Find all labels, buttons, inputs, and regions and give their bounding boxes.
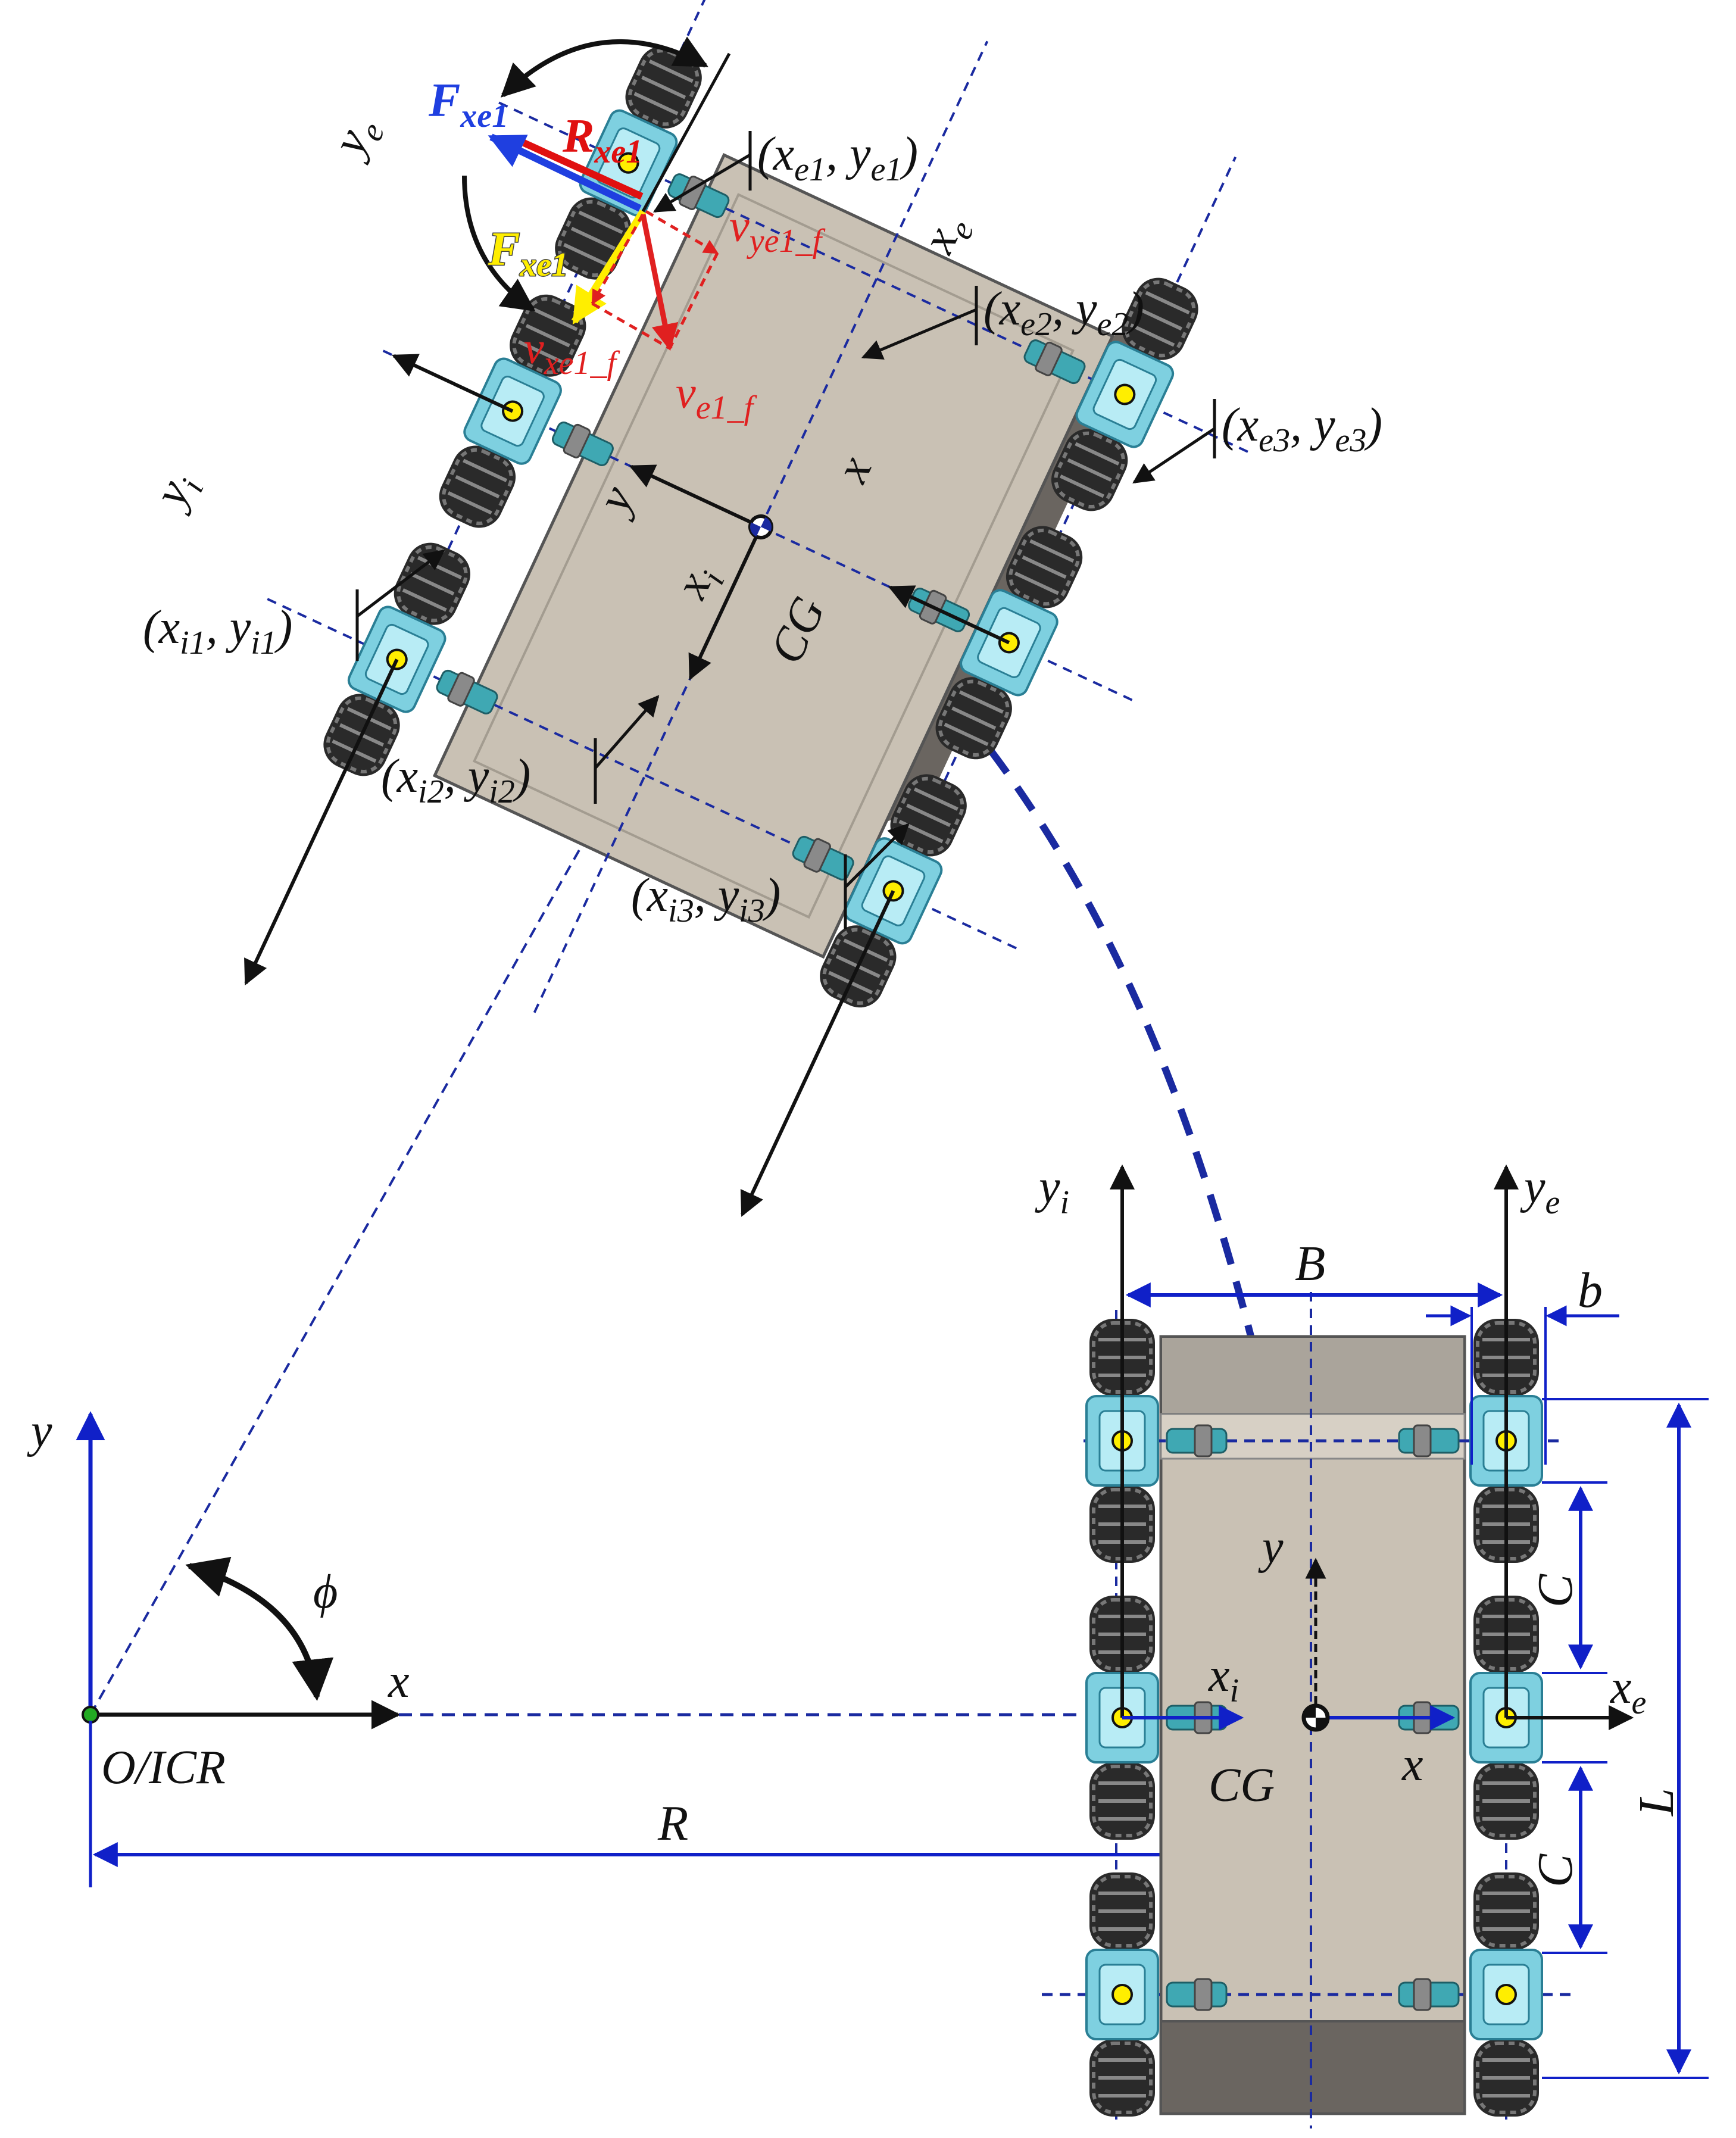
straight-xe-label: xe [1610,1661,1646,1721]
dim-B-label: B [1295,1236,1325,1291]
rotated-cg-x-axis [629,464,762,529]
label-yi-rotated: yi [142,464,211,520]
rotated-ye-axis [244,658,399,986]
rotated-yi-axis [740,890,895,1217]
rotated-cg-y-axis [688,526,763,681]
radius-label: R [657,1796,688,1851]
rotated-xi-axis [888,585,1010,645]
label-fxe1-blue: Fxe1 [428,74,508,135]
icr-to-rotated-vehicle-line [89,684,674,1715]
label-fxe1-yellow: Fxe1 [488,223,568,283]
dim-C-upper-label: C [1528,1574,1583,1608]
vxe1-dashed [591,213,645,305]
label-rxe1: Rxe1 [562,110,642,170]
chassis-front-band [1160,1335,1466,1415]
forces-at-e1 [462,36,731,351]
svg-text:(xi1, yi1): (xi1, yi1) [143,601,292,661]
icr-point [82,1706,99,1724]
dim-b-label: b [1578,1263,1603,1318]
coord-e2: (xe2, ye2) [861,283,1144,360]
fxe1-blue-arrow [488,133,642,212]
phi-label: ϕ [313,1566,338,1618]
steer-line [641,52,731,213]
label-ye-rotated: ye [321,108,392,170]
label-ve1: ve1_f [676,368,758,426]
steer-arc-left [462,175,536,312]
straight-cg-label: CG [1209,1759,1275,1812]
rotated-labels: ye xe yi xi x y CG Fxe1 Rxe1 Fxe1 vye1_f… [142,74,1382,929]
rotated-xe-axis [391,354,514,413]
coord-e1: (xe1, ye1) [652,128,918,213]
rotated-chassis-inner [472,193,1075,919]
svg-text:(xe1, ye1): (xe1, ye1) [757,128,918,188]
label-vye1: vye1_f [729,201,826,260]
svg-text:(xi2, yi2): (xi2, yi2) [381,750,530,810]
coord-i1: (xi1, yi1) [143,549,445,661]
svg-text:(xe3, ye3): (xe3, ye3) [1222,399,1382,459]
straight-xi-label: xi [1208,1649,1239,1709]
fxe1-yellow-arrow [571,209,647,325]
coord-i2: (xi2, yi2) [381,695,660,810]
svg-text:(xe2, ye2): (xe2, ye2) [983,283,1144,343]
steer-arc-top [500,36,708,98]
rotated-vehicle [244,0,1255,1217]
straight-vehicle: yi ye xi xe x y CG B b L C C [1035,1161,1709,2128]
straight-yi-label: yi [1035,1161,1069,1221]
icr-label: O/ICR [101,1741,226,1794]
dim-L-label: L [1629,1788,1684,1816]
ve1-arrow [640,214,679,351]
straight-ye-label: ye [1520,1161,1560,1221]
rxe1-red-arrow [522,139,644,200]
phi-angle-arc [185,1556,334,1701]
straight-y-label: y [1258,1521,1284,1574]
chassis-rear-band [1160,2020,1466,2115]
global-x-label: x [388,1655,410,1708]
svg-text:(xi3, yi3): (xi3, yi3) [631,869,780,929]
dim-C-lower-label: C [1528,1853,1583,1887]
global-frame: y x ϕ O/ICR R [27,684,1307,1887]
global-y-label: y [27,1405,52,1457]
label-vxe1: vxe1_f [524,323,620,382]
coord-i3: (xi3, yi3) [631,823,910,929]
coord-e3: (xe3, ye3) [1132,399,1382,484]
straight-x-label: x [1401,1739,1423,1791]
